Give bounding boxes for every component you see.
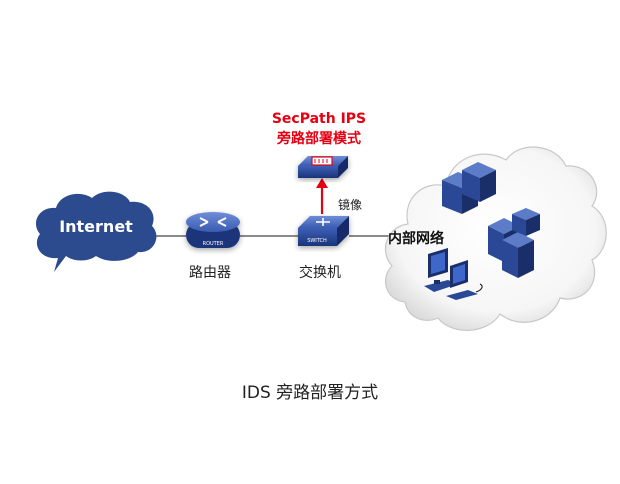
lan-label: 内部网络 xyxy=(388,231,444,247)
internet-cloud-icon xyxy=(35,191,157,272)
router-label: 路由器 xyxy=(189,265,231,281)
switch-label: 交换机 xyxy=(299,265,341,281)
ips-title-line1: SecPath IPS xyxy=(271,111,367,127)
internet-label: Internet xyxy=(59,217,133,236)
ips-title: SecPath IPS 旁路部署模式 xyxy=(249,109,389,149)
server-rack-icon xyxy=(442,162,496,214)
figure-caption: IDS 旁路部署方式 xyxy=(241,383,379,403)
mirror-arrow-head xyxy=(316,178,328,188)
server-cluster-icon xyxy=(488,208,540,278)
router-icon: ROUTER xyxy=(186,212,240,248)
ips-device-icon xyxy=(298,156,348,178)
ips-title-line2: 旁路部署模式 xyxy=(277,131,361,147)
switch-badge: SWITCH xyxy=(307,238,327,244)
mirror-label: 镜像 xyxy=(338,198,363,212)
workstation-icon xyxy=(424,248,483,300)
switch-icon: SWITCH xyxy=(298,216,349,246)
router-badge: ROUTER xyxy=(203,241,224,247)
